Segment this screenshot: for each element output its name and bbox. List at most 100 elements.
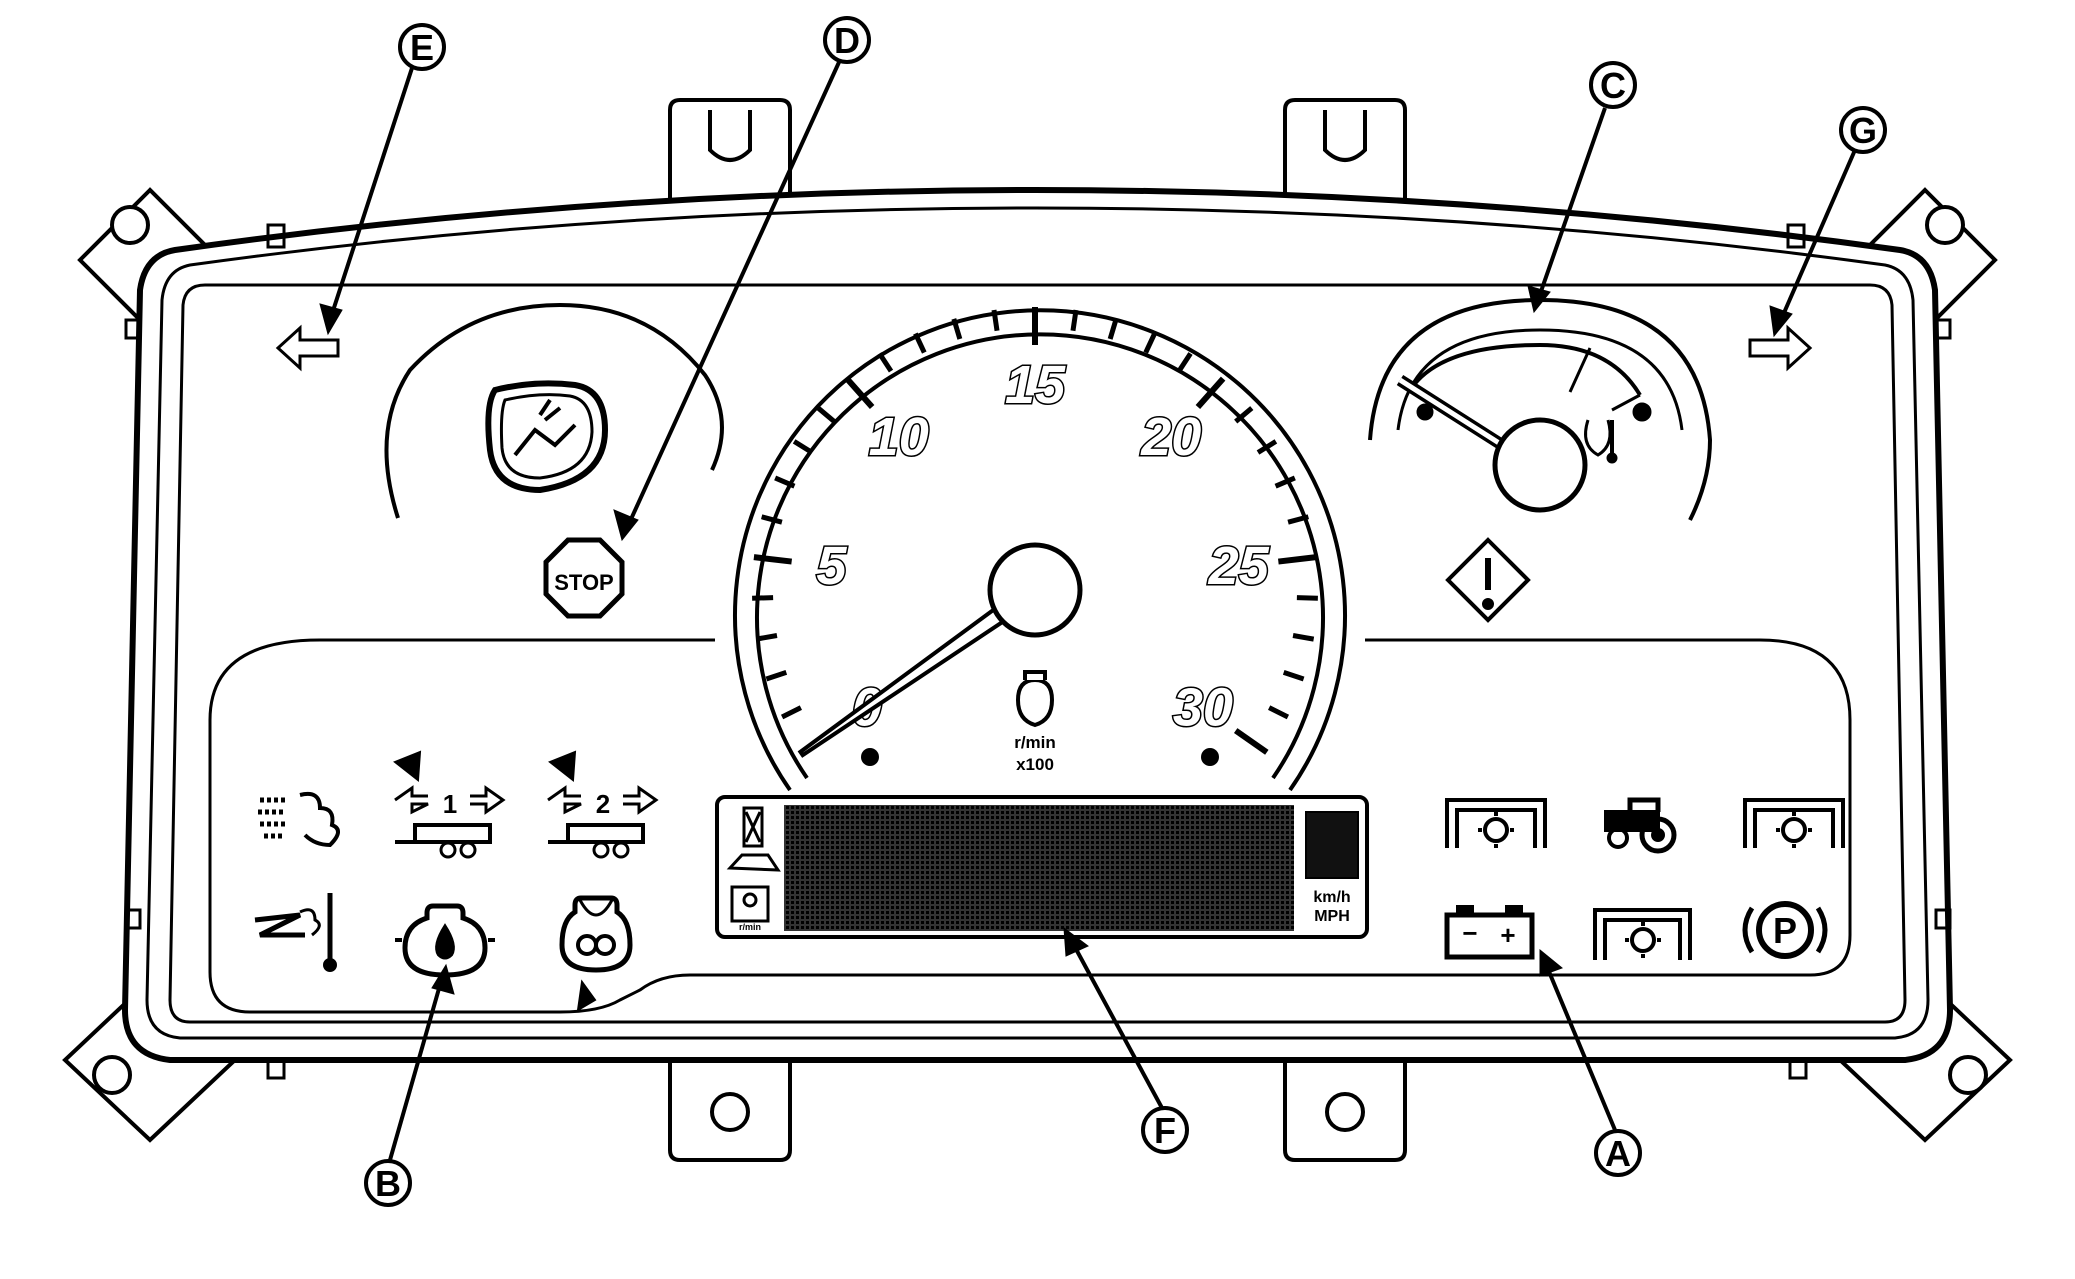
tacho-tick bbox=[991, 309, 1000, 332]
tacho-inner-ring bbox=[755, 332, 1325, 780]
battery-minus: − bbox=[1462, 918, 1477, 948]
tacho-hub bbox=[987, 542, 1083, 638]
callout-A-leader bbox=[1543, 961, 1617, 1131]
lower-right-indicators: − + P bbox=[1444, 797, 1845, 960]
tacho-tick bbox=[752, 595, 774, 601]
callout-A-arrowhead bbox=[1539, 948, 1563, 977]
callout-C-leader bbox=[1536, 107, 1607, 301]
tacho-tick bbox=[1107, 318, 1119, 340]
tacho-tick bbox=[877, 352, 894, 373]
tacho-tick bbox=[1143, 332, 1157, 354]
callout-D-leader bbox=[625, 59, 842, 529]
callout-D: D bbox=[823, 16, 871, 64]
display-rpm-label: r/min bbox=[739, 922, 761, 932]
callout-F: F bbox=[1141, 1106, 1189, 1154]
coolant-temperature-gauge bbox=[1368, 297, 1713, 521]
tacho-tick bbox=[1234, 406, 1254, 424]
display-pto-icon bbox=[730, 885, 770, 923]
lower-panel-outline bbox=[208, 638, 1852, 1014]
glow-plug-icon bbox=[559, 895, 633, 1012]
tacho-tick bbox=[1256, 439, 1278, 455]
tacho-label-5: 5 bbox=[816, 536, 847, 596]
air-filter-icon bbox=[258, 791, 340, 848]
lcd-speed-unit-block bbox=[1305, 811, 1359, 879]
tacho-tick bbox=[1282, 670, 1305, 682]
trailer-2-icon: 2 bbox=[547, 750, 659, 859]
svg-text:G: G bbox=[1849, 110, 1877, 151]
tacho-tick bbox=[760, 514, 783, 525]
tacho-label-10: 10 bbox=[869, 407, 929, 467]
trailer-2-label: 2 bbox=[596, 789, 610, 819]
tacho-unit-rpm: r/min bbox=[1014, 733, 1056, 752]
svg-text:A: A bbox=[1605, 1133, 1631, 1174]
svg-text:D: D bbox=[834, 20, 860, 61]
tacho-label-25: 25 bbox=[1208, 536, 1270, 596]
hourglass-icon bbox=[742, 806, 764, 848]
trailer-1-label: 1 bbox=[443, 789, 457, 819]
tacho-tick bbox=[1268, 705, 1290, 720]
tacho-tick bbox=[1274, 475, 1296, 489]
tacho-tick bbox=[1287, 514, 1310, 525]
coolant-outer-arc bbox=[1368, 297, 1713, 521]
callout-E-arrowhead bbox=[319, 303, 343, 336]
left-cluster-section: STOP bbox=[384, 302, 724, 619]
tacho-tick bbox=[913, 332, 927, 354]
callout-E-leader bbox=[328, 67, 414, 321]
callout-B-arrowhead bbox=[431, 963, 455, 995]
tacho-tick bbox=[792, 439, 814, 455]
tacho-tick bbox=[951, 318, 963, 340]
lcd-display: km/h MPH r/min bbox=[715, 795, 1369, 939]
lower-left-indicators: 1 2 bbox=[254, 750, 659, 1012]
callout-G-arrowhead bbox=[1769, 305, 1793, 338]
callout-B: B bbox=[364, 1159, 412, 1207]
callout-B-leader bbox=[388, 977, 444, 1161]
battery-icon: − + bbox=[1444, 905, 1535, 960]
tacho-tick bbox=[1195, 376, 1226, 409]
callout-G: G bbox=[1839, 106, 1887, 154]
tacho-tick bbox=[780, 705, 802, 720]
callout-F-leader bbox=[1068, 937, 1164, 1109]
battery-plus: + bbox=[1500, 920, 1515, 950]
callout-E: E bbox=[398, 23, 446, 71]
svg-text:F: F bbox=[1154, 1110, 1176, 1151]
tachometer: 051015202530 r/min x100 bbox=[733, 307, 1347, 792]
transmission-icon bbox=[1593, 908, 1692, 960]
callouts: E D C G B F A bbox=[319, 16, 1887, 1207]
svg-text:B: B bbox=[375, 1163, 401, 1204]
callout-C: C bbox=[1589, 61, 1637, 109]
transmission-icon bbox=[1743, 798, 1845, 848]
speed-unit-mph: MPH bbox=[1314, 908, 1350, 925]
tacho-tick bbox=[755, 633, 778, 642]
mount-hole-bottom-right bbox=[1948, 1055, 1988, 1095]
left-turn-icon bbox=[275, 324, 340, 372]
svg-text:E: E bbox=[410, 27, 434, 68]
engine-speed-icon bbox=[1015, 670, 1055, 728]
tacho-label-30: 30 bbox=[1173, 678, 1233, 738]
tacho-tick bbox=[1233, 728, 1269, 755]
warning-icon bbox=[1445, 537, 1531, 623]
callout-A: A bbox=[1594, 1129, 1642, 1177]
air-intake-temperature-icon bbox=[254, 893, 337, 972]
tractor-icon bbox=[1604, 797, 1677, 854]
tacho-max-dot bbox=[1201, 748, 1219, 766]
tacho-label-20: 20 bbox=[1140, 407, 1201, 467]
coolant-temperature-icon bbox=[1584, 419, 1618, 464]
housing-inner bbox=[145, 206, 1930, 1040]
callout-C-arrowhead bbox=[1527, 285, 1551, 314]
john-deere-logo bbox=[485, 380, 609, 494]
area-counter-icon bbox=[726, 853, 781, 872]
callout-D-arrowhead bbox=[613, 509, 639, 542]
tacho-label-15: 15 bbox=[1005, 355, 1066, 415]
lcd-dot-matrix bbox=[784, 805, 1294, 931]
parking-brake-label: P bbox=[1773, 910, 1797, 951]
left-arc bbox=[384, 302, 724, 519]
tacho-tick bbox=[1296, 595, 1318, 601]
tacho-tick bbox=[1176, 352, 1193, 373]
stop-icon: STOP bbox=[543, 537, 625, 619]
tacho-tick bbox=[844, 376, 875, 409]
svg-text:C: C bbox=[1600, 65, 1626, 106]
transmission-icon bbox=[1445, 798, 1547, 848]
dial-face-border bbox=[168, 283, 1907, 1024]
tacho-tick bbox=[774, 475, 796, 489]
